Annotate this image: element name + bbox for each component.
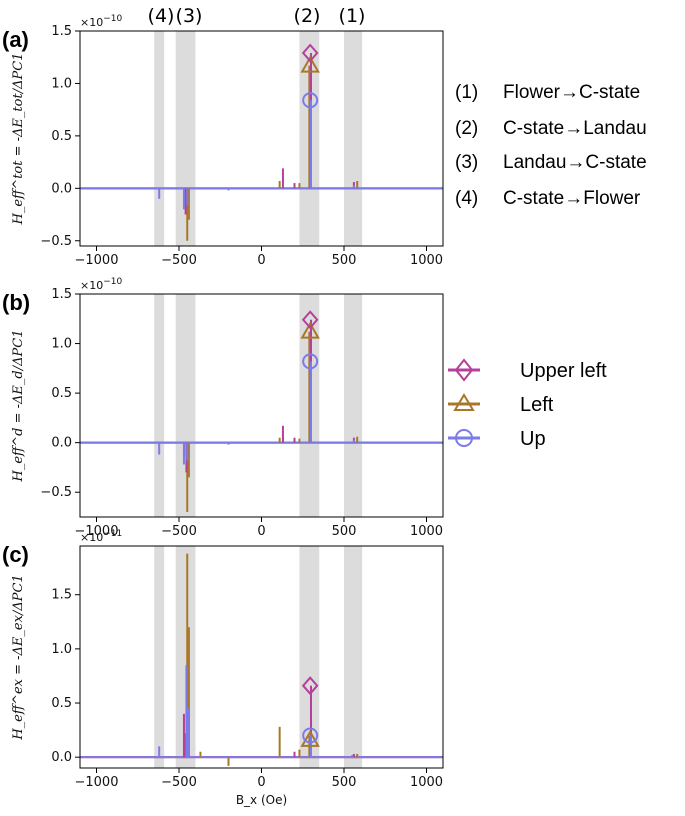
- panel-label: (b): [2, 290, 30, 315]
- circle-marker: [302, 353, 319, 370]
- x-tick-label: −500: [161, 253, 197, 268]
- diamond-marker: [301, 310, 319, 330]
- y-tick-label: 0.0: [51, 181, 72, 196]
- y-axis-label: H_eff^d = -ΔE_d/ΔPC1: [11, 330, 26, 483]
- legend-triangle-marker: [453, 393, 475, 411]
- circle-marker: [302, 727, 319, 744]
- transition-4-text: C-state→Flower: [503, 188, 641, 209]
- y-tick-label: −0.5: [40, 234, 72, 249]
- x-tick-label: 1000: [410, 253, 443, 268]
- x-tick-label: 0: [257, 775, 265, 790]
- x-tick-label: −500: [161, 524, 197, 539]
- y-tick-label: 0.0: [51, 750, 72, 765]
- diamond-marker: [301, 43, 319, 63]
- y-axis-label: H_eff^ex = -ΔE_ex/ΔPC1: [11, 574, 26, 740]
- transition-4-num: (4): [455, 188, 478, 209]
- panel-label: (a): [2, 27, 29, 52]
- y-tick-label: 1.0: [51, 337, 72, 352]
- legend-label-upper-left: Upper left: [520, 360, 607, 382]
- y-tick-label: 1.5: [51, 24, 72, 39]
- axis-multiplier: ×10−10: [80, 277, 122, 292]
- triangle-marker: [300, 55, 320, 73]
- x-tick-label: −1000: [75, 524, 119, 539]
- y-tick-label: 1.5: [51, 287, 72, 302]
- x-tick-label: 500: [332, 253, 357, 268]
- y-tick-label: −0.5: [40, 485, 72, 500]
- y-tick-label: 0.5: [51, 386, 72, 401]
- transition-3-text: Landau→C-state: [503, 152, 647, 173]
- x-tick-label: −500: [161, 775, 197, 790]
- triangle-marker: [300, 321, 320, 339]
- shaded-region: [175, 294, 196, 517]
- panel-b: −1000 −500 0 500 1000 −0.5 0.0 0.5 1.0 1.5 ×10−10 (…: [2, 277, 444, 539]
- shaded-region: [154, 294, 165, 517]
- y-tick-label: 0.5: [51, 129, 72, 144]
- transition-list: (1) Flower→C-state (2) C-state→Landau (3…: [455, 82, 647, 209]
- x-tick-label: 1000: [410, 775, 443, 790]
- axis-multiplier-exponent: −10: [103, 14, 122, 24]
- shaded-region: [175, 31, 196, 246]
- legend-item-left: Left: [448, 393, 554, 416]
- axis-multiplier-exponent: −11: [103, 529, 122, 539]
- transition-3-num: (3): [455, 152, 478, 173]
- x-tick-label: 500: [332, 524, 357, 539]
- x-tick-label: −1000: [75, 775, 119, 790]
- shaded-region: [299, 546, 320, 768]
- shaded-region: [175, 546, 196, 768]
- y-axis-label: H_eff^tot = -ΔE_tot/ΔPC1: [11, 53, 26, 226]
- triangle-marker: [300, 729, 320, 747]
- legend-circle-marker: [455, 429, 473, 447]
- legend-diamond-marker: [454, 358, 474, 382]
- transition-1-num: (1): [455, 82, 478, 103]
- shaded-region: [344, 294, 363, 517]
- circle-marker: [302, 92, 319, 109]
- panel-c: −1000 −500 0 500 1000 0.0 0.5 1.0 1.5 ×10−11 (c) H_…: [2, 529, 444, 807]
- region-label-4: (4): [148, 5, 175, 27]
- y-tick-label: 1.0: [51, 642, 72, 657]
- y-tick-label: 1.5: [51, 588, 72, 603]
- x-tick-label: 1000: [410, 524, 443, 539]
- shaded-region: [344, 31, 363, 246]
- axis-multiplier: ×10−11: [80, 529, 122, 544]
- axis-multiplier-exponent: −10: [103, 277, 122, 287]
- legend-item-up: Up: [448, 428, 546, 450]
- region-labels: (4) (3) (2) (1): [148, 5, 366, 27]
- legend-label-up: Up: [520, 428, 546, 450]
- shaded-region: [154, 31, 165, 246]
- legend-label-left: Left: [520, 394, 554, 416]
- diamond-marker: [301, 676, 319, 696]
- y-tick-label: 0.0: [51, 436, 72, 451]
- transition-2-text: C-state→Landau: [503, 118, 647, 139]
- y-tick-label: 0.5: [51, 696, 72, 711]
- x-tick-label: 0: [257, 253, 265, 268]
- x-tick-label: 500: [332, 775, 357, 790]
- x-tick-label: −1000: [75, 253, 119, 268]
- axes-frame: [79, 30, 444, 247]
- axes-frame: [79, 545, 444, 769]
- panel-a: −1000 −500 0 500 1000 −0.5 0.0 0.5 1.0 1.5 ×10−10 (…: [2, 14, 444, 268]
- transition-2-num: (2): [455, 118, 478, 139]
- shaded-region: [154, 546, 165, 768]
- legend-item-upper-left: Upper left: [448, 358, 607, 382]
- region-label-2: (2): [294, 5, 321, 27]
- shaded-region: [344, 546, 363, 768]
- region-label-1: (1): [339, 5, 366, 27]
- x-tick-label: 0: [257, 524, 265, 539]
- legend: Upper left Left Up: [448, 358, 607, 450]
- transition-1-text: Flower→C-state: [503, 82, 640, 103]
- y-tick-label: 1.0: [51, 76, 72, 91]
- region-label-3: (3): [176, 5, 203, 27]
- panel-label: (c): [2, 542, 29, 567]
- x-axis-label: B_x (Oe): [236, 793, 287, 807]
- axis-multiplier: ×10−10: [80, 14, 122, 29]
- axes-frame: [79, 293, 444, 518]
